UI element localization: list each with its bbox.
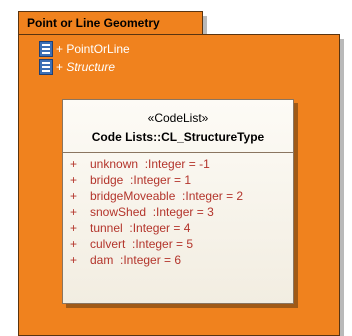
class-icon: [39, 59, 53, 75]
package-element-label: + PointOrLine: [56, 42, 130, 56]
package-element-pointorline[interactable]: + PointOrLine: [39, 40, 130, 58]
class-name: Code Lists::CL_StructureType: [91, 130, 265, 144]
attribute-row[interactable]: + tunnel :Integer = 4: [63, 220, 293, 236]
visibility-marker: +: [70, 205, 78, 219]
attribute-text: snowShed :Integer = 3: [90, 205, 214, 219]
package-title: Point or Line Geometry: [27, 16, 160, 30]
attribute-row[interactable]: + bridgeMoveable :Integer = 2: [63, 188, 293, 204]
class-icon: [39, 41, 53, 57]
attribute-row[interactable]: + bridge :Integer = 1: [63, 172, 293, 188]
attribute-text: bridge :Integer = 1: [90, 173, 192, 187]
visibility-marker: +: [70, 221, 78, 235]
attribute-text: dam :Integer = 6: [90, 253, 182, 267]
attribute-row[interactable]: + snowShed :Integer = 3: [63, 204, 293, 220]
package-element-prefix: +: [56, 60, 67, 74]
package-element-label: Structure: [66, 60, 116, 74]
attribute-text: unknown :Integer = -1: [90, 157, 210, 171]
class-divider: [63, 152, 293, 153]
visibility-marker: +: [70, 157, 78, 171]
visibility-marker: +: [70, 189, 78, 203]
visibility-marker: +: [70, 173, 78, 187]
attribute-row[interactable]: + culvert :Integer = 5: [63, 236, 293, 252]
attribute-text: bridgeMoveable :Integer = 2: [90, 189, 244, 203]
visibility-marker: +: [70, 237, 78, 251]
package-tab[interactable]: Point or Line Geometry: [18, 11, 203, 35]
class-stereotype: «CodeList»: [147, 111, 209, 125]
attribute-text: tunnel :Integer = 4: [90, 221, 191, 235]
attribute-row[interactable]: + dam :Integer = 6: [63, 252, 293, 268]
attribute-text: culvert :Integer = 5: [90, 237, 194, 251]
attribute-list: + unknown :Integer = -1 + bridge :Integer …: [63, 153, 293, 268]
package-shadow: [340, 39, 344, 336]
attribute-row[interactable]: + unknown :Integer = -1: [63, 156, 293, 172]
package-element-structure[interactable]: + Structure: [39, 58, 115, 76]
package-tab-shadow: [203, 16, 207, 34]
visibility-marker: +: [70, 253, 78, 267]
codelist-class[interactable]: «CodeList» Code Lists::CL_StructureType …: [62, 99, 294, 304]
